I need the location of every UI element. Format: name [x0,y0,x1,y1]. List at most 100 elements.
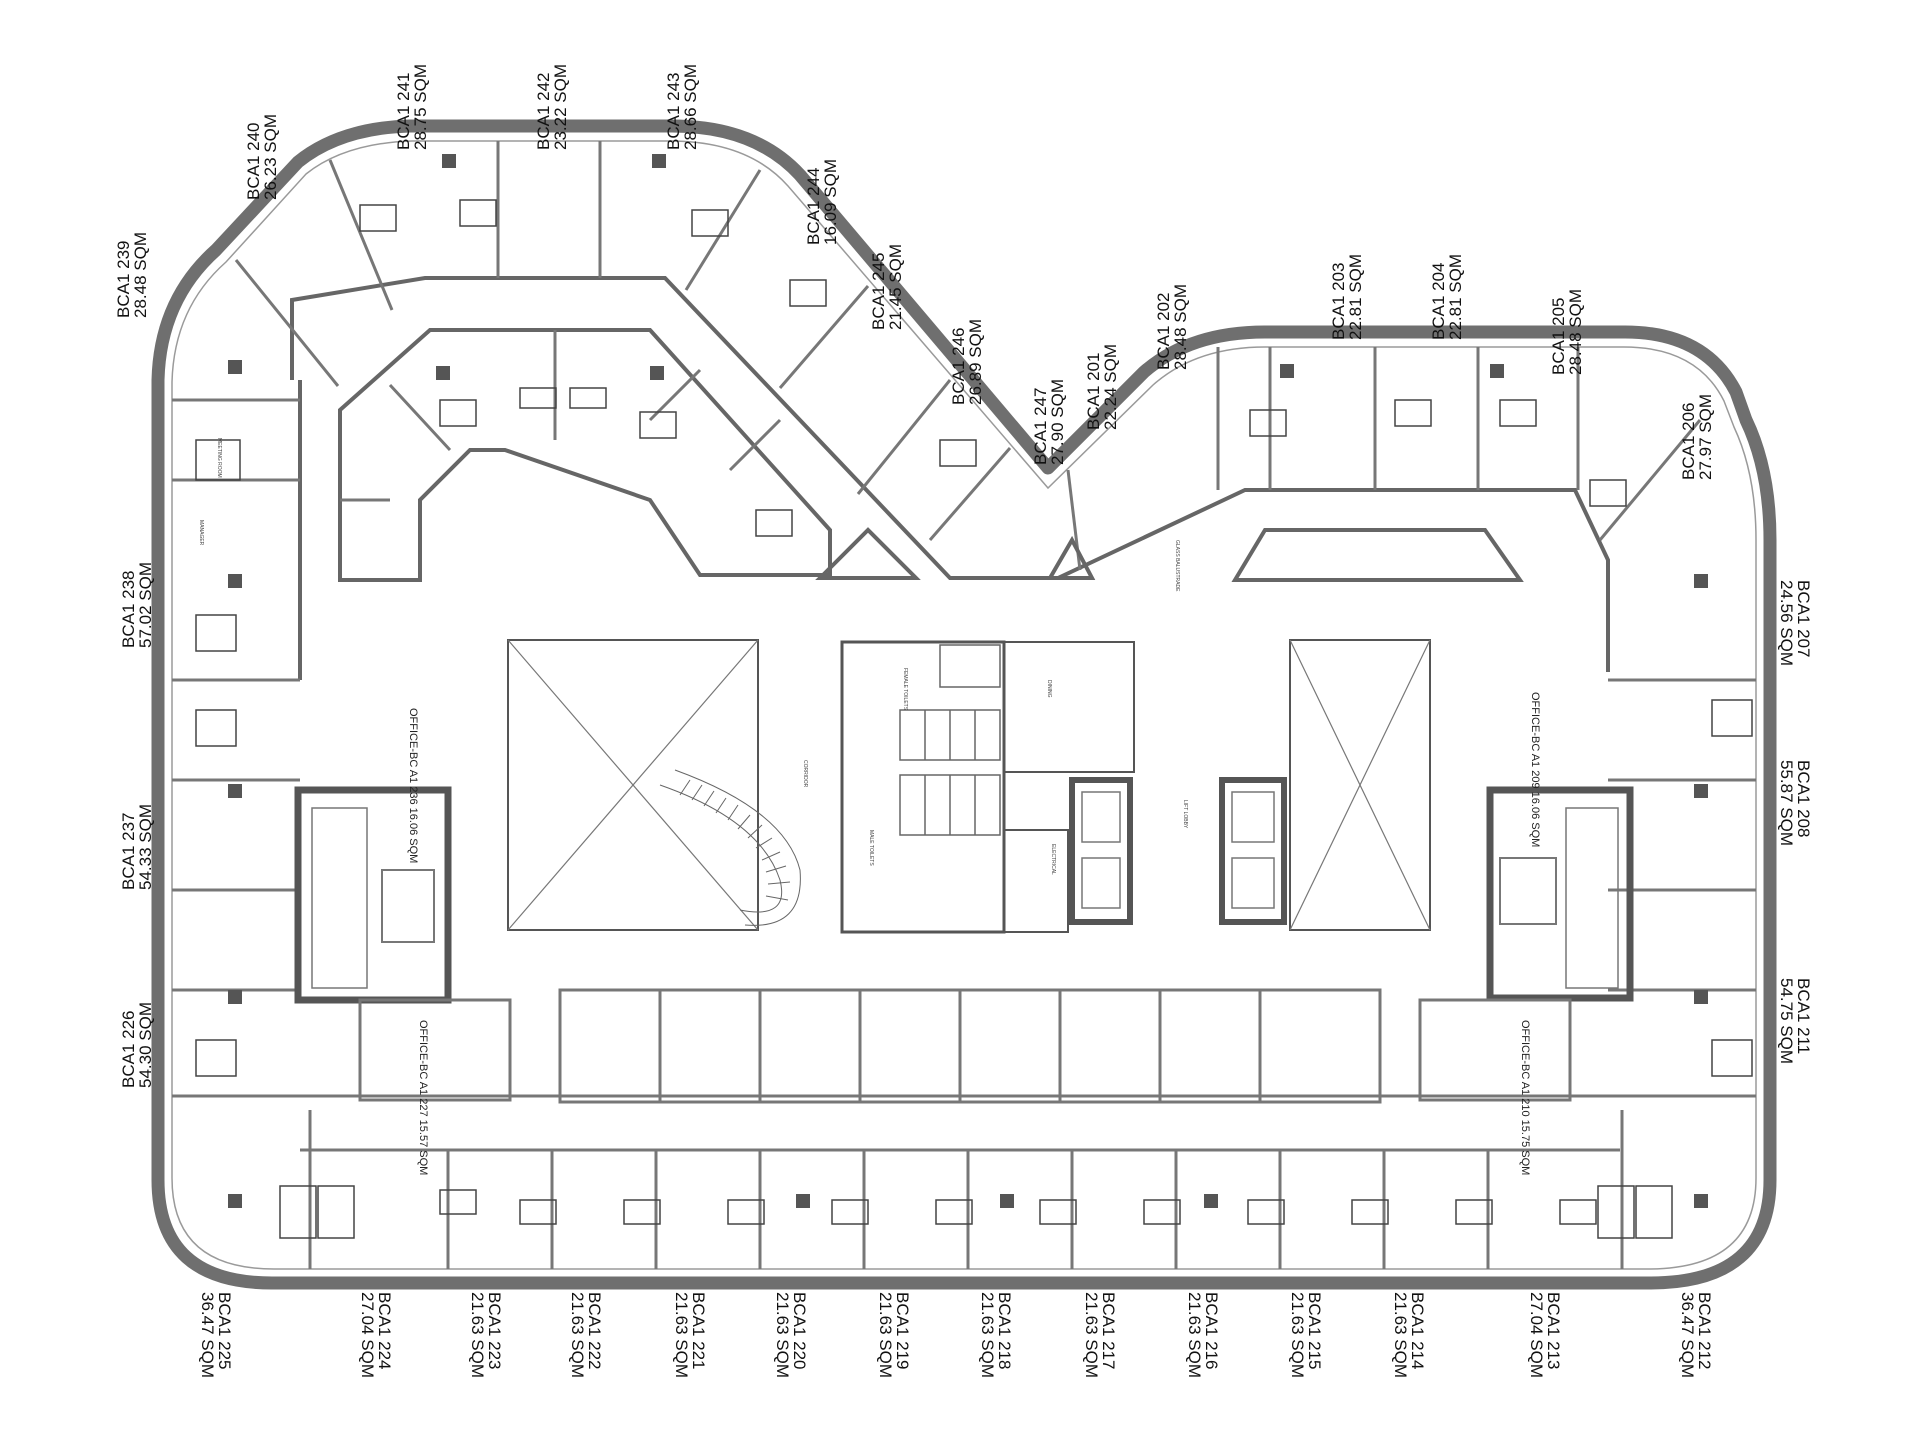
unit-id: BCA1 205 [1549,297,1568,376]
lift-core-right [1219,777,1287,925]
feature-staircase [659,769,801,926]
unit-area: 21.45 SQM [886,244,905,330]
unit-area: 22.81 SQM [1346,254,1365,340]
office-210-label: OFFICE-BC A1 210 15.75 SQM [1519,1020,1531,1176]
unit-id: BCA1 239 [114,240,133,319]
unit-area: 24.56 SQM [1777,580,1796,666]
corridor-boundary-top [290,276,1610,672]
unit-id: BCA1 242 [534,72,553,151]
unit-area: 21.63 SQM [1082,1292,1101,1378]
triangle-room-2 [1046,535,1096,580]
unit-id: BCA1 245 [869,252,888,331]
unit-id: BCA1 218 [995,1292,1014,1370]
unit-id: BCA1 214 [1408,1292,1427,1370]
unit-area: 28.66 SQM [681,64,700,150]
meeting-room-label: MEETING ROOM [216,438,222,478]
atrium-void-right [1289,639,1431,931]
unit-area: 28.48 SQM [1566,289,1585,375]
middle-office-row [558,988,1382,1104]
unit-id: BCA1 207 [1794,580,1813,658]
unit-id: BCA1 225 [215,1292,234,1370]
toilet-cubicles [899,644,1001,836]
unit-id: BCA1 211 [1794,978,1813,1055]
unit-id: BCA1 206 [1679,402,1698,481]
unit-area: 27.97 SQM [1696,394,1715,480]
unit-id: BCA1 238 [119,570,138,649]
manager-label: MANAGER [198,520,204,546]
lift-core-center [1069,777,1133,925]
unit-area: 57.02 SQM [136,562,155,648]
unit-area: 36.47 SQM [1678,1292,1697,1378]
lift-lobby-label: LIFT LOBBY [1182,800,1188,829]
electrical-room [1003,829,1069,933]
unit-id: BCA1 212 [1695,1292,1714,1370]
unit-id: BCA1 240 [244,122,263,201]
atrium-void-left [507,639,759,931]
unit-area: 54.75 SQM [1777,978,1796,1064]
unit-area: 21.63 SQM [773,1292,792,1378]
toilet-core [840,640,1006,934]
unit-id: BCA1 226 [119,1010,138,1089]
unit-area: 22.24 SQM [1101,344,1120,430]
unit-area: 23.22 SQM [551,64,570,150]
unit-area: 28.75 SQM [411,64,430,150]
unit-id: BCA1 204 [1429,262,1448,341]
unit-area: 21.63 SQM [1391,1292,1410,1378]
unit-area: 21.63 SQM [876,1292,895,1378]
unit-area: 28.48 SQM [1171,284,1190,370]
unit-id: BCA1 213 [1544,1292,1563,1370]
unit-id: BCA1 203 [1329,262,1348,341]
unit-id: BCA1 224 [375,1292,394,1370]
inner-office-island [338,328,832,582]
inner-island-partitions [340,330,782,502]
dining-area [1003,641,1135,773]
unit-id: BCA1 246 [949,327,968,406]
bottom-office-row [300,1110,1624,1269]
unit-id: BCA1 201 [1084,352,1103,431]
structural-columns [228,154,1708,1208]
corridor-label: CORRIDOR [802,760,808,788]
unit-id: BCA1 243 [664,72,683,151]
office-209-label: OFFICE-BC A1 209 16.06 SQM [1529,692,1541,848]
unit-area: 28.48 SQM [131,232,150,318]
outer-wall [151,119,1777,1290]
unit-id: BCA1 222 [585,1292,604,1370]
office-227-room [358,998,512,1102]
unit-area: 16.09 SQM [821,159,840,245]
unit-area: 21.63 SQM [672,1292,691,1378]
unit-area: 54.30 SQM [136,1002,155,1088]
unit-area: 21.63 SQM [1288,1292,1307,1378]
unit-area: 27.90 SQM [1048,379,1067,465]
unit-area: 21.63 SQM [1185,1292,1204,1378]
unit-id: BCA1 216 [1202,1292,1221,1370]
unit-id: BCA1 217 [1099,1292,1118,1370]
workstations [195,199,1753,1239]
triangle-room-1 [815,527,921,580]
unit-area: 22.81 SQM [1446,254,1465,340]
inner-room-right [1231,528,1524,582]
unit-area: 27.04 SQM [1527,1292,1546,1378]
female-toilets-label: FEMALE TOILETS [902,668,908,711]
unit-id: BCA1 215 [1305,1292,1324,1370]
office-236-label: OFFICE-BC A1 236 16.06 SQM [407,708,419,864]
unit-area: 54.33 SQM [136,804,155,890]
